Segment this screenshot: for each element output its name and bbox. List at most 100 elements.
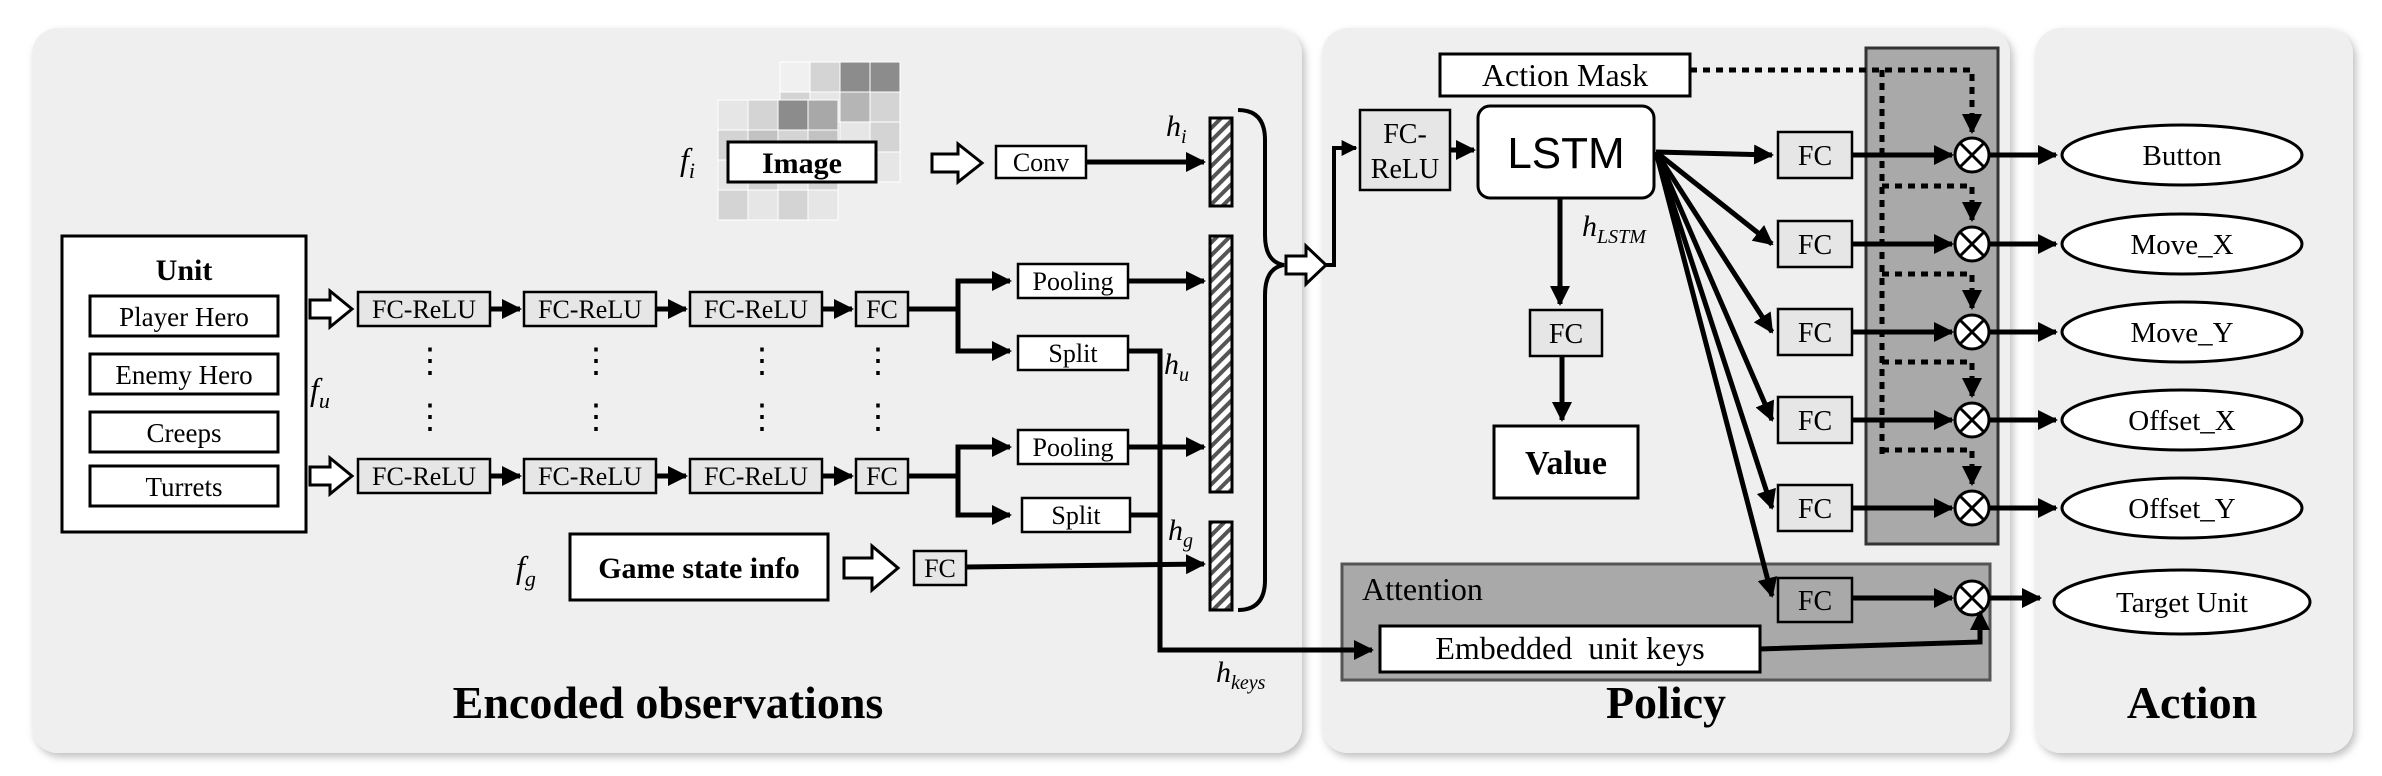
h-keys-label: hkeys	[1216, 656, 1266, 694]
conv-label: Conv	[1013, 148, 1069, 177]
split-label-1: Split	[1048, 339, 1098, 368]
concat-hollow-arrow	[1284, 242, 1329, 288]
split-label-2: Split	[1051, 501, 1101, 530]
fc-relu-label: FC-ReLU	[538, 462, 642, 491]
fc-relu-label: FC-ReLU	[704, 295, 808, 324]
image-label: Image	[762, 147, 842, 180]
value-fc-box	[1528, 308, 1604, 358]
unit-item-box	[88, 410, 280, 454]
policy-fc-box	[1776, 130, 1854, 180]
game-fc-box	[912, 549, 968, 587]
action-output-label: Move_Y	[2130, 317, 2233, 349]
pooling-label-2: Pooling	[1033, 433, 1114, 462]
h-lstm-label: hLSTM	[1582, 210, 1647, 248]
value-label: Value	[1525, 445, 1607, 482]
h-g-vector	[1208, 520, 1234, 612]
ellipsis-dots: ⋮	[579, 399, 613, 436]
split-box-2	[1020, 496, 1132, 534]
unit-item-label: Turrets	[145, 472, 222, 502]
concat-brace	[1237, 108, 1285, 612]
action-output	[2060, 388, 2304, 452]
h-u-label: hu	[1164, 348, 1189, 386]
policy-title: Policy	[1606, 677, 1726, 728]
mask-multiply-region	[1864, 46, 2000, 546]
image-box	[726, 140, 878, 184]
action-output	[2060, 123, 2304, 187]
policy-fc-box	[1776, 307, 1854, 357]
split-box-1	[1016, 334, 1130, 372]
ellipsis-dots: ⋮	[579, 343, 613, 380]
game-state-box	[568, 532, 830, 602]
fc-relu-label: FC-ReLU	[372, 295, 476, 324]
unit-item-box	[88, 294, 280, 338]
game-state-label: Game state info	[598, 552, 800, 585]
unit-fc-label: FC	[866, 295, 898, 324]
policy-fc-label: FC	[1798, 494, 1832, 525]
target-fc-box	[1776, 576, 1854, 624]
unit-item-label: Creeps	[147, 418, 222, 448]
fc-relu-label: FC-ReLU	[372, 462, 476, 491]
image-to-conv-arrow	[930, 140, 985, 186]
policy-fc-box	[1776, 395, 1854, 445]
h-g-label: hg	[1168, 514, 1193, 552]
game-to-fc-arrow	[842, 542, 901, 594]
unit-hollow-arrow	[308, 454, 355, 498]
unit-item-box	[88, 464, 280, 508]
lstm-box	[1476, 104, 1656, 200]
unit-hollow-arrow	[308, 287, 355, 331]
policy-fc-label: FC	[1798, 230, 1832, 261]
policy-fc-label: FC	[1798, 406, 1832, 437]
fc-relu-label: FC-ReLU	[704, 462, 808, 491]
fc-relu-box	[522, 290, 658, 328]
unit-fc-label: FC	[866, 462, 898, 491]
policy-fc-label: FC	[1798, 141, 1832, 172]
action-output	[2060, 212, 2304, 276]
pooling-box-2	[1016, 428, 1130, 466]
target-fc-label: FC	[1798, 586, 1832, 617]
action-output	[2060, 300, 2304, 364]
action-mask-box	[1438, 52, 1692, 98]
ellipsis-dots: ⋮	[745, 399, 779, 436]
unit-title: Unit	[156, 254, 213, 287]
action-output	[2052, 568, 2312, 636]
unit-item-label: Enemy Hero	[115, 360, 252, 390]
policy-fc-box	[1776, 483, 1854, 533]
action-title: Action	[2127, 677, 2257, 728]
ellipsis-dots: ⋮	[413, 343, 447, 380]
pooling-box-1	[1016, 262, 1130, 300]
action-output	[2060, 476, 2304, 540]
game-fc-label: FC	[924, 554, 956, 583]
policy-fc-relu-line1: FC-	[1383, 119, 1427, 150]
encoded-observations-title: Encoded observations	[453, 677, 884, 728]
unit-fc-box	[854, 290, 910, 328]
unit-item-label: Player Hero	[119, 302, 249, 332]
h-i-vector	[1208, 116, 1234, 208]
ellipsis-dots: ⋮	[413, 399, 447, 436]
pooling-label-1: Pooling	[1033, 267, 1114, 296]
action-output-label: Offset_X	[2128, 405, 2235, 437]
action-output-label: Offset_Y	[2128, 493, 2235, 525]
action-output-label: Button	[2143, 140, 2222, 172]
fc-relu-label: FC-ReLU	[538, 295, 642, 324]
h-u-vector	[1208, 234, 1234, 494]
h-i-label: hi	[1166, 110, 1187, 148]
action-output-label: Move_X	[2130, 229, 2233, 261]
policy-fc-label: FC	[1798, 318, 1832, 349]
action-output-label: Target Unit	[2116, 587, 2248, 619]
policy-fc-relu-line2: ReLU	[1371, 154, 1439, 185]
policy-fc-box	[1776, 219, 1854, 269]
unit-item-box	[88, 352, 280, 396]
fc-relu-box	[688, 290, 824, 328]
ellipsis-dots: ⋮	[861, 399, 895, 436]
lstm-label: LSTM	[1507, 129, 1624, 178]
attention-label: Attention	[1362, 571, 1483, 607]
value-box	[1492, 424, 1640, 500]
ellipsis-dots: ⋮	[861, 343, 895, 380]
action-mask-label: Action Mask	[1482, 57, 1648, 93]
ellipsis-dots: ⋮	[745, 343, 779, 380]
encoded-observations-panel	[32, 28, 1302, 753]
policy-fc-relu-box	[1358, 108, 1452, 192]
embedded-keys-label: Embedded unit keys	[1435, 630, 1704, 666]
value-fc-label: FC	[1549, 319, 1583, 350]
